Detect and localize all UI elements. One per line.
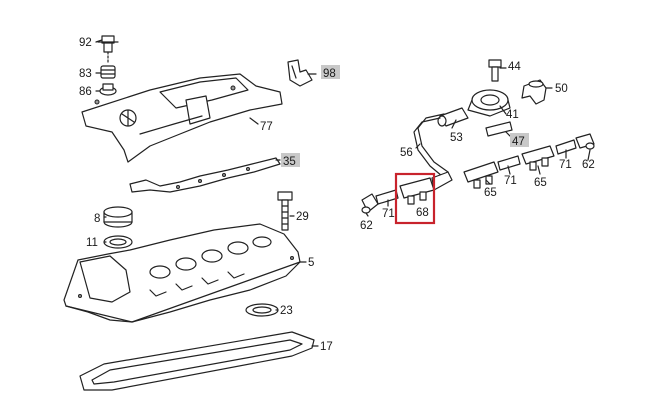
bolt-92[interactable] [97,35,119,53]
callout-41[interactable]: 41 [506,109,519,121]
callout-5[interactable]: 5 [308,257,314,269]
callout-86[interactable]: 86 [79,86,92,98]
bolt-29[interactable] [277,191,293,231]
callout-8[interactable]: 8 [94,213,100,225]
callout-56[interactable]: 56 [400,147,413,159]
callout-50[interactable]: 50 [555,83,568,95]
bolt-44[interactable] [488,59,502,82]
elbow-50[interactable] [521,79,547,105]
hose-71-right[interactable] [555,139,577,155]
highlight-35-bg [281,153,300,167]
callout-62-right[interactable]: 62 [582,159,595,171]
fitting-62-right[interactable] [575,133,595,150]
callout-65-mid[interactable]: 65 [484,187,497,199]
callout-77[interactable]: 77 [260,121,273,133]
highlight-98-bg [321,65,340,79]
callout-44[interactable]: 44 [508,61,521,73]
callout-17[interactable]: 17 [320,341,333,353]
callout-53[interactable]: 53 [450,132,463,144]
valve-41[interactable] [467,89,511,117]
callout-47[interactable]: 47 [512,136,525,148]
callout-71-mid[interactable]: 71 [504,175,517,187]
callout-35[interactable]: 35 [283,156,296,168]
hose-47[interactable] [485,121,513,137]
highlight-47-bg [510,133,529,147]
callout-98[interactable]: 98 [323,68,336,80]
hose-56[interactable] [413,113,449,177]
washer-86[interactable] [99,83,117,96]
gasket-strip-35[interactable] [129,157,281,193]
bracket-98[interactable] [287,59,313,87]
grommet-83[interactable] [100,65,116,79]
hose-71-mid[interactable] [497,155,521,171]
callout-92[interactable]: 92 [79,37,92,49]
oil-cap-8[interactable] [103,206,133,228]
callout-83[interactable]: 83 [79,68,92,80]
seal-ring-11[interactable] [103,235,133,249]
hose-71-left[interactable] [375,189,399,205]
seal-23[interactable] [245,303,279,317]
gasket-17[interactable] [79,331,315,391]
selected-part-box[interactable] [394,172,436,225]
callout-71-left[interactable]: 71 [382,208,395,220]
callout-29[interactable]: 29 [296,211,309,223]
callout-11[interactable]: 11 [86,237,98,249]
engine-cover-77[interactable] [81,73,283,163]
callout-68[interactable]: 68 [416,207,429,219]
callout-23[interactable]: 23 [280,305,293,317]
t-piece-68[interactable] [399,171,453,205]
callout-62-left[interactable]: 62 [360,220,373,232]
connector-53[interactable] [437,107,469,127]
t-piece-65-mid[interactable] [463,161,499,189]
callout-71-right[interactable]: 71 [559,159,572,171]
t-piece-65-right[interactable] [521,145,555,171]
callout-65-right[interactable]: 65 [534,177,547,189]
